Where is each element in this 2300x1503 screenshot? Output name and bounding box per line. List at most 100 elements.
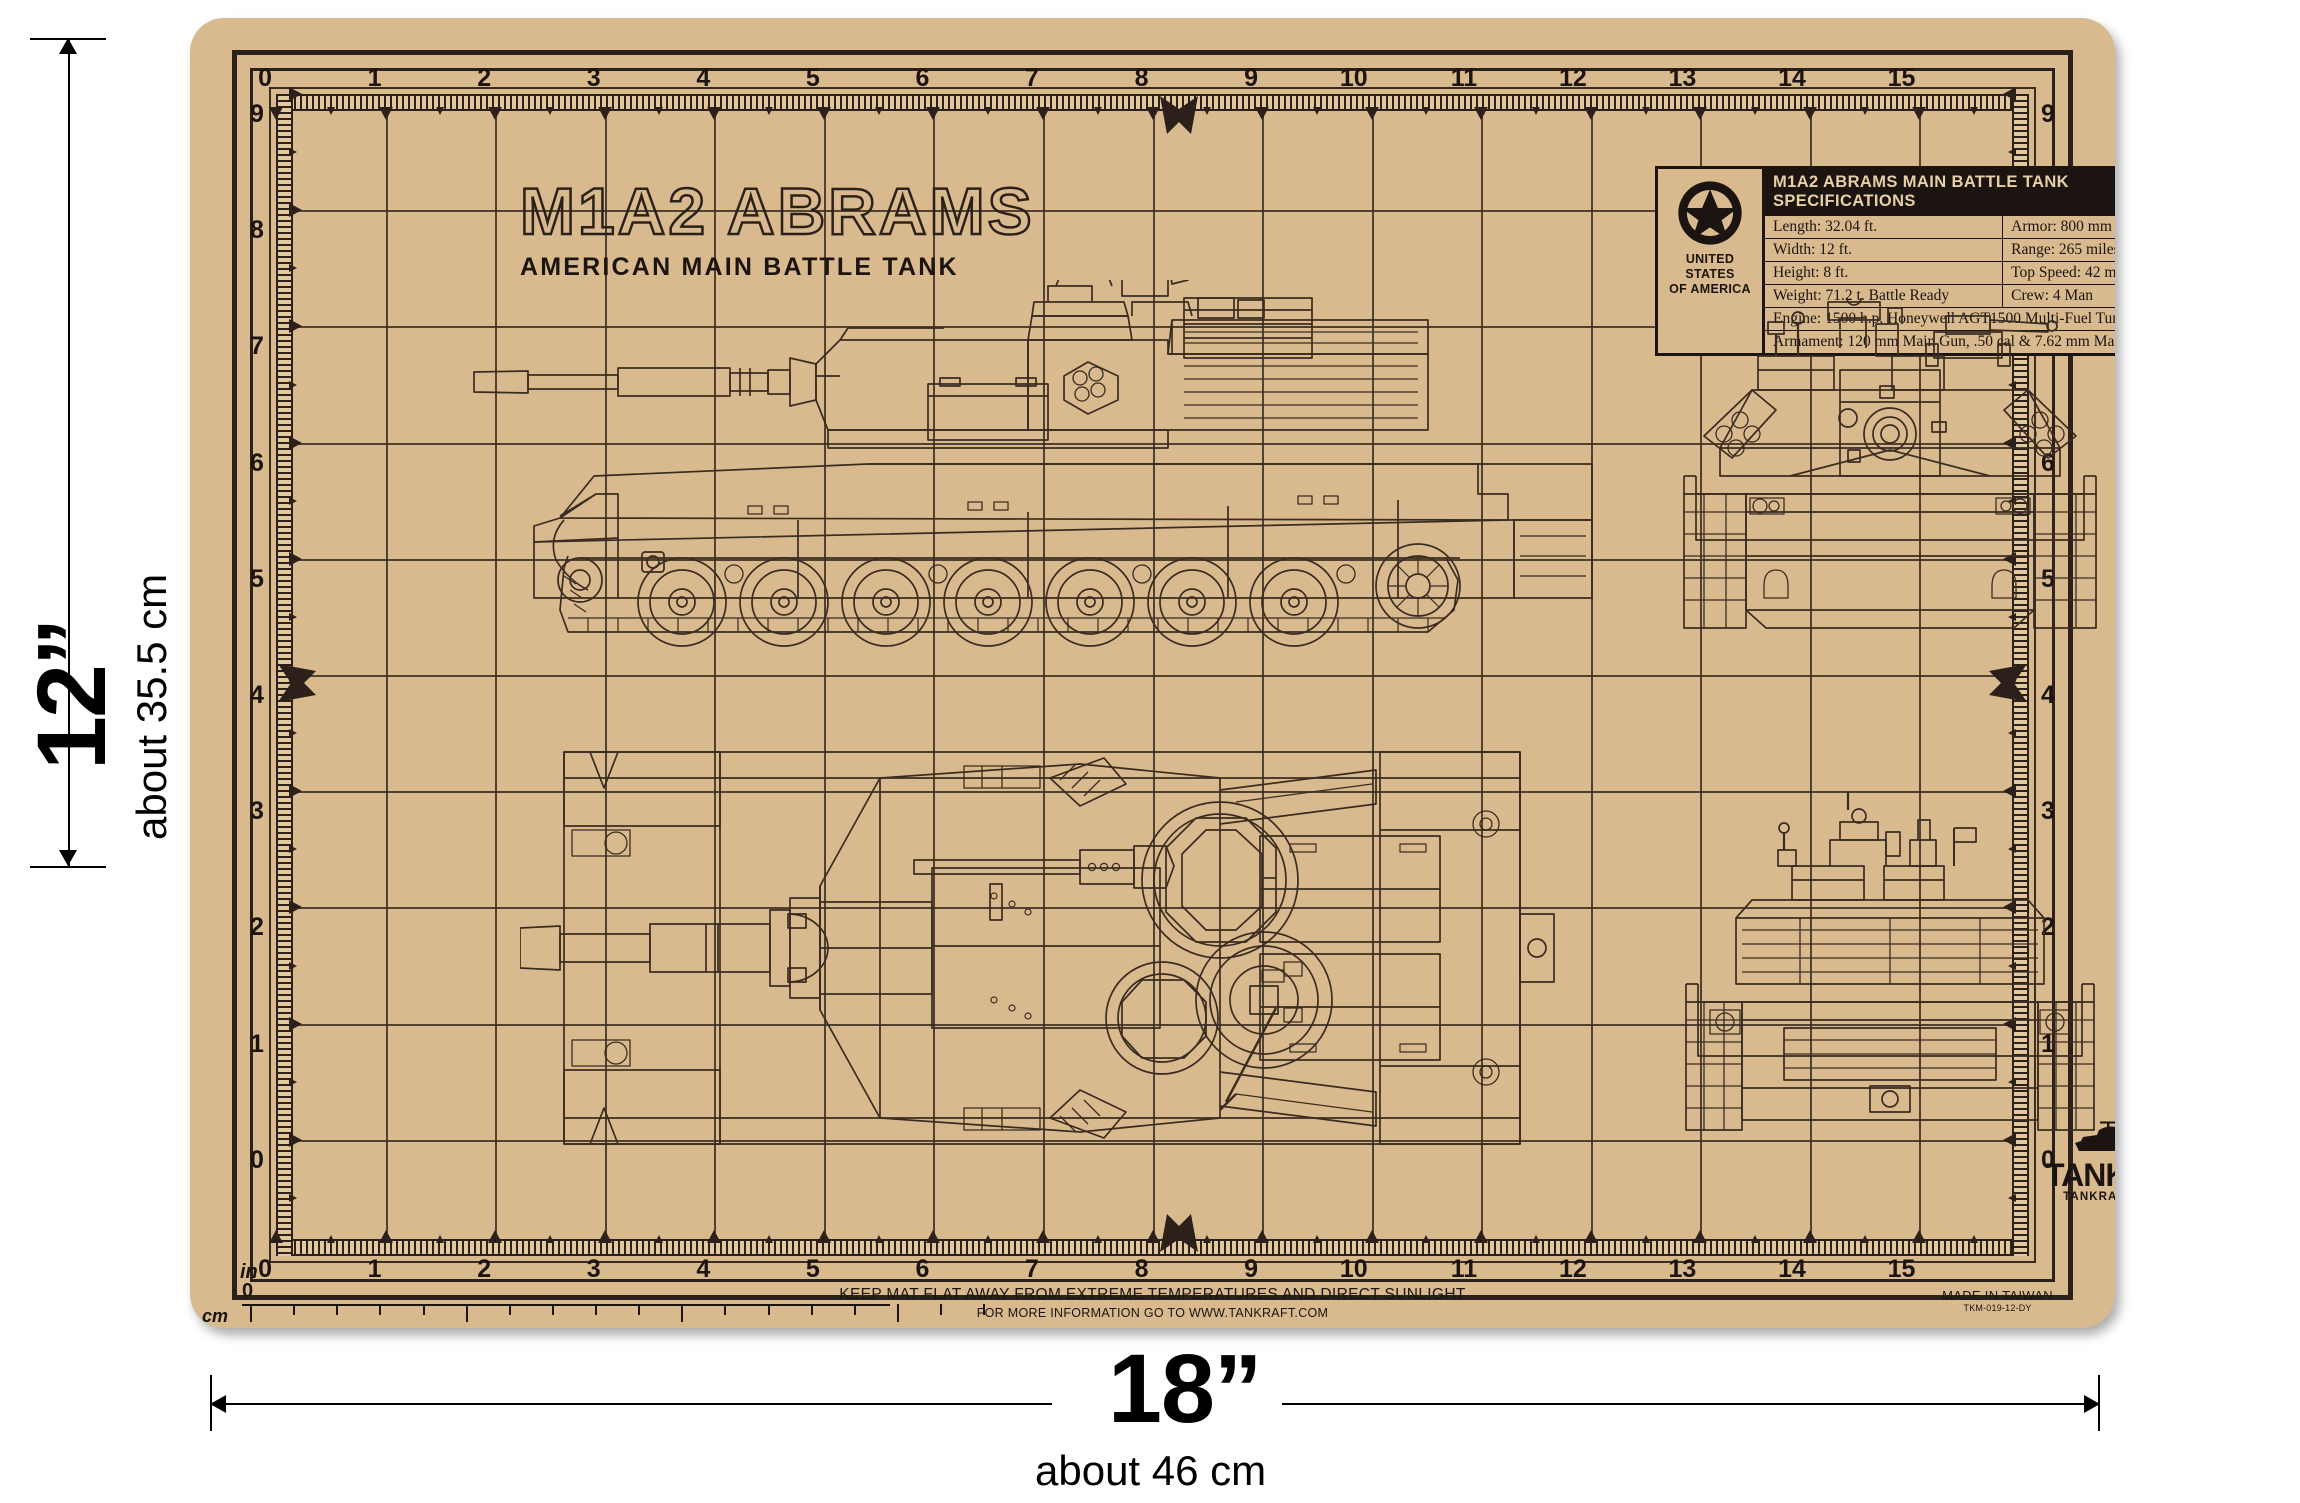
spec-range: Range: 265 miles bbox=[2011, 241, 2115, 258]
tick-marker bbox=[1035, 107, 1050, 120]
ruler-bottom-tick-5: 5 bbox=[805, 1255, 820, 1283]
center-arrow-top-icon bbox=[1160, 96, 1198, 134]
cm-tick bbox=[681, 1304, 684, 1322]
tick-marker bbox=[816, 107, 831, 120]
made-in-label: MADE IN TAIWAN bbox=[1942, 1288, 2053, 1303]
cm-tick bbox=[853, 1304, 856, 1315]
mat-inner-frame bbox=[269, 87, 2036, 1263]
table-row: Height: 8 ft. Top Speed: 42 m.p.h. bbox=[1765, 261, 2115, 284]
ruler-left-tick-2: 2 bbox=[250, 913, 264, 942]
care-line-2: FOR MORE INFORMATION GO TO WWW.TANKRAFT.… bbox=[976, 1306, 1329, 1320]
tick-marker-half bbox=[1422, 1235, 1431, 1243]
tick-marker bbox=[597, 1230, 612, 1243]
tick-marker bbox=[289, 1132, 302, 1147]
ruler-right-tick-5: 5 bbox=[2041, 564, 2055, 593]
ruler-bottom-tick-0: 0 bbox=[258, 1255, 272, 1283]
tick-marker bbox=[1802, 107, 1817, 120]
ruler-top-tick-12: 12 bbox=[1558, 64, 1587, 92]
tick-marker bbox=[816, 1230, 831, 1243]
tick-marker bbox=[1364, 1230, 1379, 1243]
tick-marker bbox=[1364, 107, 1379, 120]
tick-marker bbox=[378, 107, 393, 120]
tick-marker-half bbox=[1093, 107, 1102, 115]
ruler-right-tick-0: 0 bbox=[2041, 1145, 2055, 1174]
cm-tick bbox=[465, 1304, 468, 1322]
cm-tick bbox=[379, 1304, 382, 1315]
tick-marker bbox=[289, 551, 302, 566]
tick-marker bbox=[707, 1230, 722, 1243]
ruler-top-tick-13: 13 bbox=[1668, 64, 1697, 92]
tick-marker-half bbox=[2008, 961, 2016, 970]
sku-label: TKM-019-12-DY bbox=[1963, 1303, 2032, 1313]
ruler-bottom-tick-13: 13 bbox=[1668, 1255, 1697, 1283]
ruler-top-tick-3: 3 bbox=[586, 64, 601, 92]
brand-url: TANKRAFT.COM bbox=[2063, 1191, 2115, 1204]
center-arrow-bottom-icon bbox=[1160, 1214, 1198, 1252]
width-dimension-annotation: 18” about 46 cm bbox=[0, 1334, 2300, 1503]
width-imperial-label: 18” bbox=[1108, 1334, 1262, 1443]
tick-marker-half bbox=[1203, 107, 1212, 115]
cm-tick bbox=[940, 1304, 943, 1315]
tick-marker-half bbox=[2008, 729, 2016, 738]
tick-marker-half bbox=[1970, 107, 1979, 115]
ruler-bottom-tick-10: 10 bbox=[1339, 1255, 1368, 1283]
tick-marker-half bbox=[289, 961, 297, 970]
tick-marker-half bbox=[1860, 107, 1869, 115]
tick-marker-half bbox=[1641, 107, 1650, 115]
tick-marker-half bbox=[984, 1235, 993, 1243]
spec-width: Width: 12 ft. bbox=[1765, 239, 2004, 261]
tick-marker bbox=[1255, 1230, 1270, 1243]
spec-length: Length: 32.04 ft. bbox=[1765, 216, 2004, 238]
cm-tick bbox=[508, 1304, 511, 1315]
tick-marker bbox=[1474, 107, 1489, 120]
ruler-bottom-tick-9: 9 bbox=[1244, 1255, 1259, 1283]
badge-line-2: OF AMERICA bbox=[1669, 281, 1751, 296]
tick-marker-half bbox=[984, 107, 993, 115]
center-arrow-right-icon bbox=[1989, 664, 2027, 702]
tick-marker-half bbox=[1641, 1235, 1650, 1243]
table-row: Armament: 120 mm Main Gun, .50 cal & 7.6… bbox=[1765, 330, 2115, 353]
tick-marker-half bbox=[655, 1235, 664, 1243]
tick-marker-half bbox=[2008, 1193, 2016, 1202]
tick-marker-half bbox=[289, 612, 297, 621]
tick-marker-half bbox=[2008, 845, 2016, 854]
specifications-body: M1A2 ABRAMS MAIN BATTLE TANK SPECIFICATI… bbox=[1765, 169, 2115, 353]
tick-marker-half bbox=[289, 496, 297, 505]
tick-marker bbox=[289, 319, 302, 334]
ruler-top-tick-7: 7 bbox=[1025, 64, 1039, 92]
height-dimension-annotation: 12” about 35.5 cm bbox=[0, 0, 200, 1330]
ruler-bottom-tick-6: 6 bbox=[915, 1255, 930, 1283]
side-view-drawing bbox=[468, 280, 1628, 650]
ruler-left-tick-7: 7 bbox=[250, 332, 264, 361]
tick-marker bbox=[2003, 435, 2016, 450]
tick-marker-half bbox=[289, 264, 297, 273]
ruler-top-tick-4: 4 bbox=[696, 64, 711, 92]
cm-unit-label: cm bbox=[202, 1306, 229, 1326]
cm-tick bbox=[767, 1304, 770, 1315]
tick-marker bbox=[707, 107, 722, 120]
cm-tick bbox=[724, 1304, 727, 1315]
tick-marker bbox=[488, 107, 503, 120]
ruler-bottom-tick-12: 12 bbox=[1558, 1255, 1587, 1283]
ruler-left-tick-4: 4 bbox=[250, 681, 264, 709]
ruler-bottom-tick-11: 11 bbox=[1450, 1255, 1478, 1283]
tick-marker bbox=[378, 1230, 393, 1243]
tick-marker-half bbox=[1203, 1235, 1212, 1243]
tick-marker-half bbox=[1531, 1235, 1540, 1243]
brand-name: TANKRAFT bbox=[2045, 1157, 2115, 1193]
tick-marker bbox=[2003, 87, 2016, 101]
mat-outer-frame bbox=[232, 50, 2073, 1300]
tick-marker bbox=[1693, 1230, 1708, 1243]
specifications-heading: M1A2 ABRAMS MAIN BATTLE TANK SPECIFICATI… bbox=[1765, 169, 2115, 215]
table-row: Length: 32.04 ft. Armor: 800 mm Composit… bbox=[1765, 215, 2115, 238]
tick-marker bbox=[2003, 900, 2016, 915]
tick-marker bbox=[597, 107, 612, 120]
cm-tick bbox=[422, 1304, 425, 1315]
tick-marker bbox=[2003, 784, 2016, 799]
cm-tick bbox=[336, 1304, 339, 1315]
tick-marker-half bbox=[874, 1235, 883, 1243]
spec-weight: Weight: 71.2 t. Battle Ready bbox=[1765, 285, 2004, 307]
tick-marker-half bbox=[765, 1235, 774, 1243]
tick-marker-half bbox=[1312, 1235, 1321, 1243]
